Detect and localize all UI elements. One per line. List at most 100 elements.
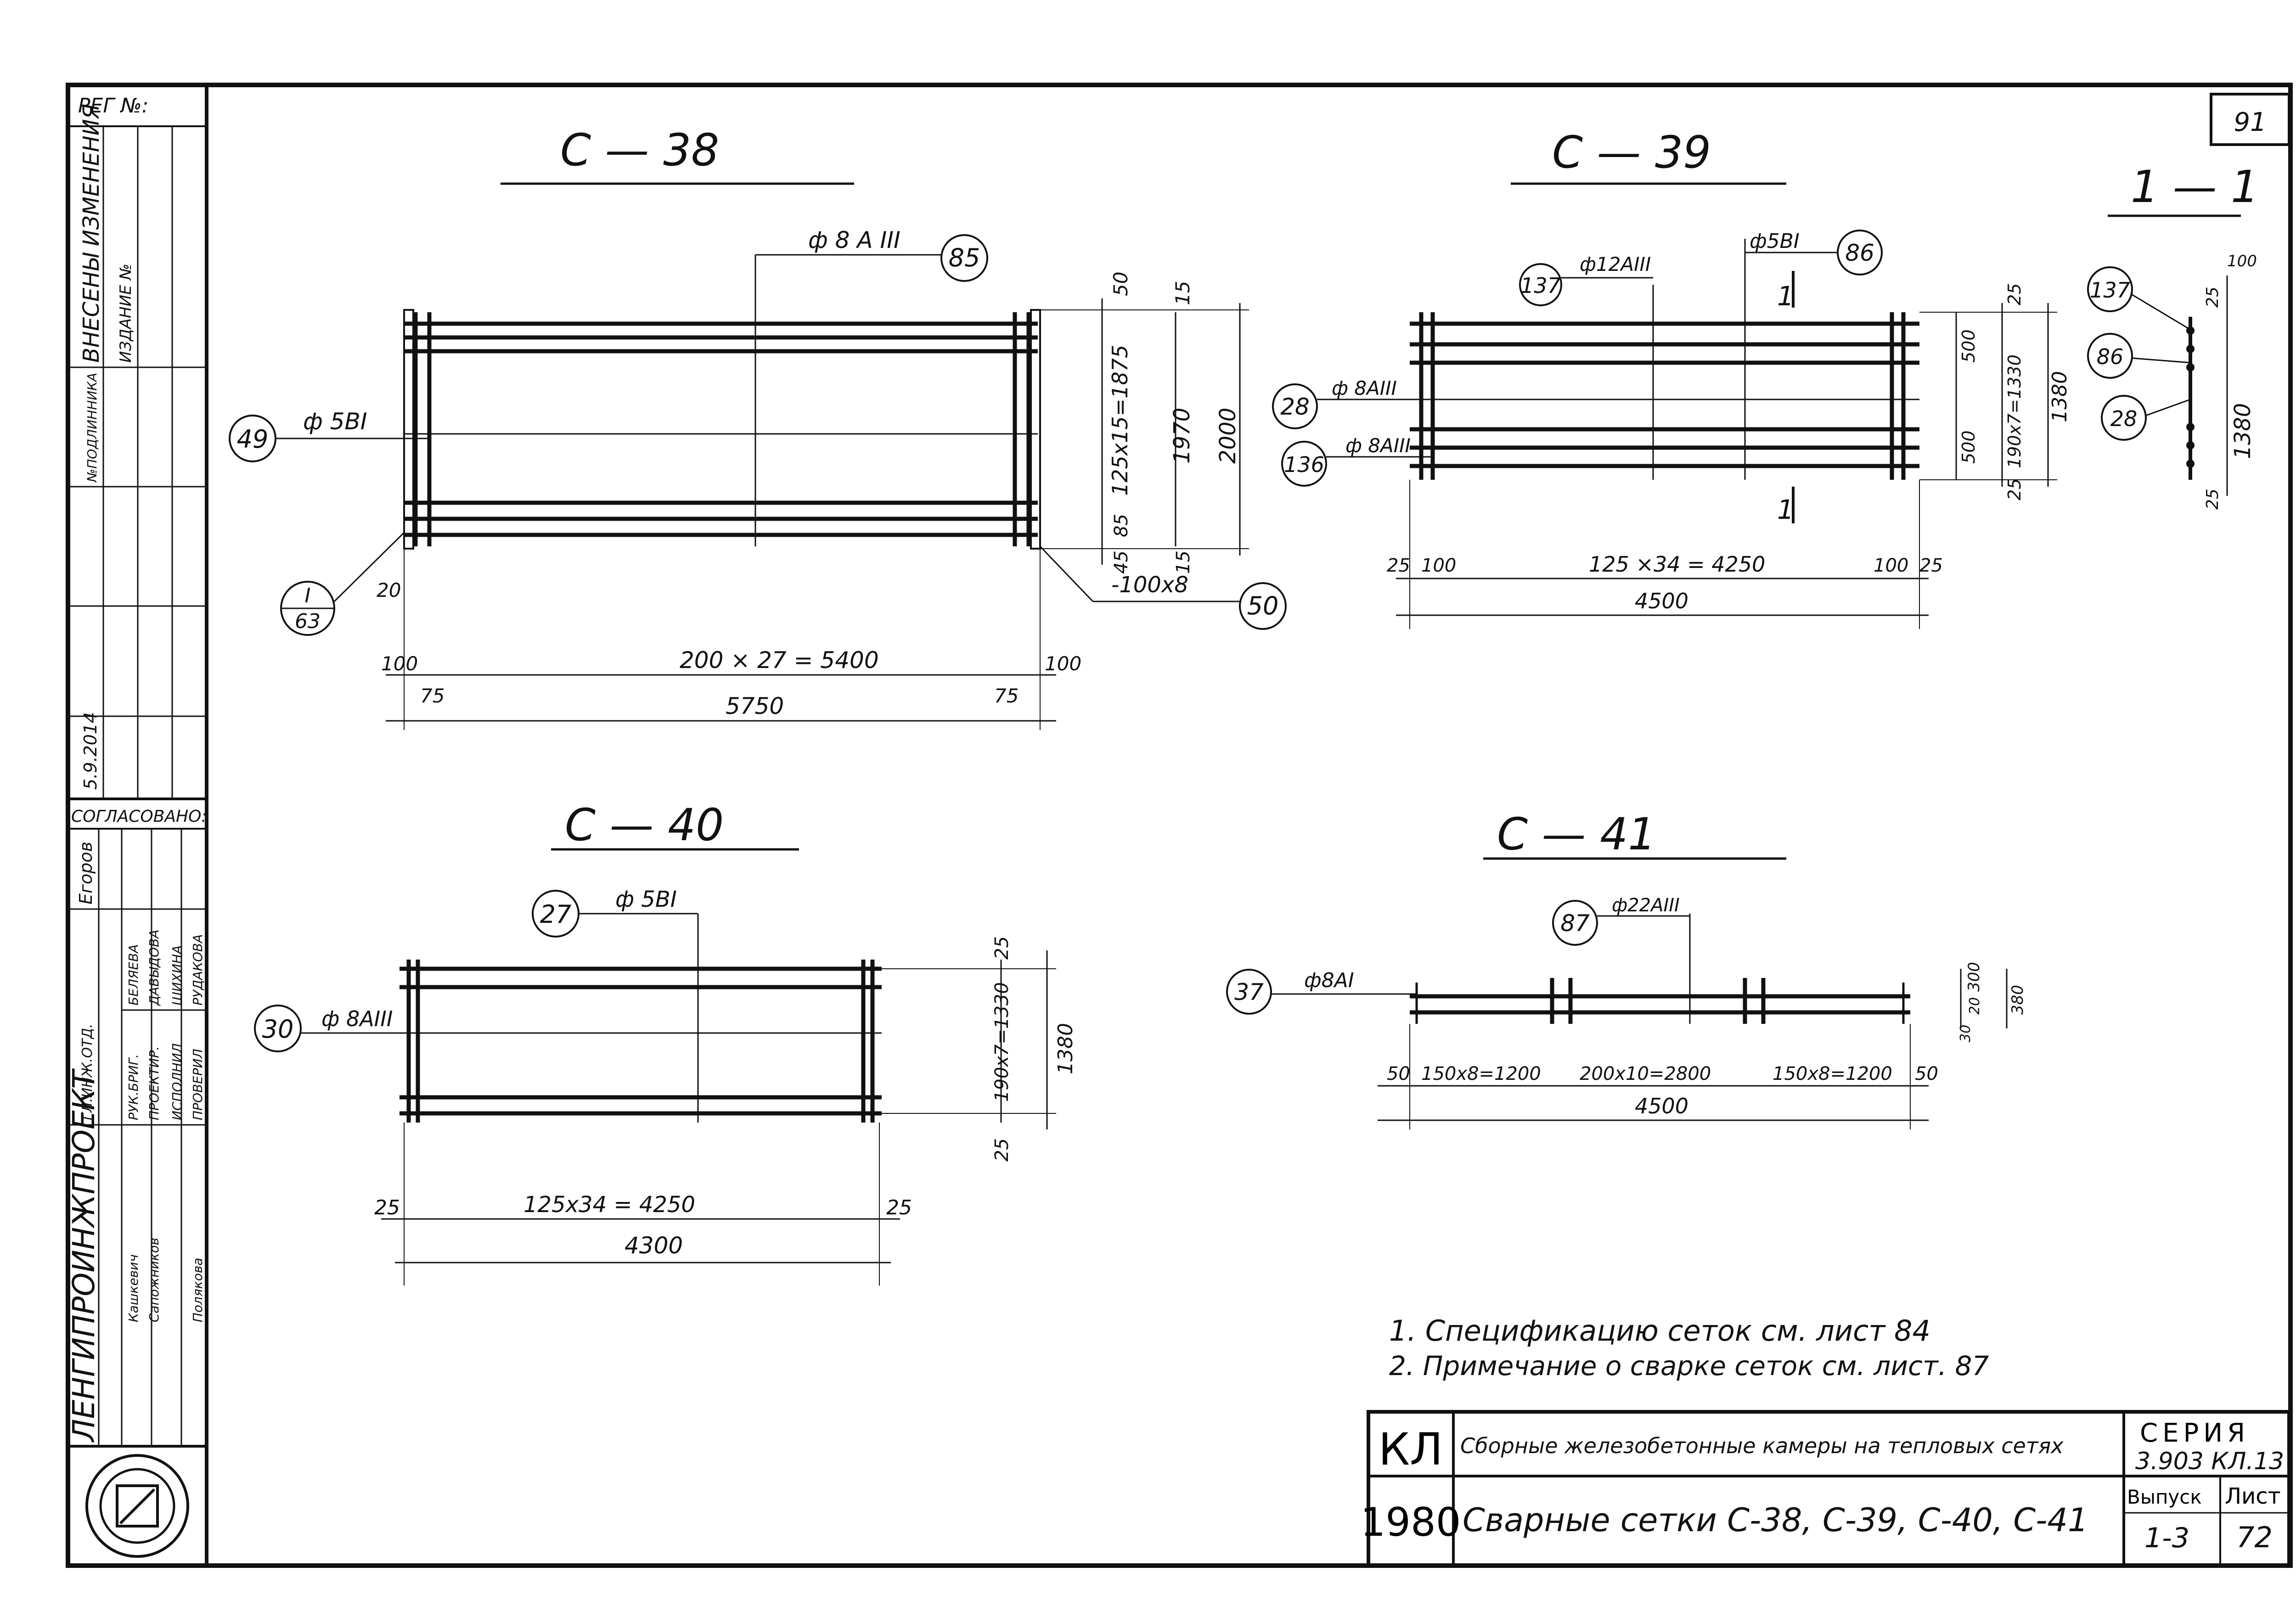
c38-bar-left-label: ф 5ВI — [303, 408, 367, 435]
role-3: ИСПОЛНИЛ — [169, 1043, 185, 1120]
role-gl-ing: ГЛ.ИНЖ.ОТД. — [79, 1023, 96, 1120]
c39-section-bottom: 1 — [1777, 494, 1794, 525]
c39-pos-136: 136 — [1284, 452, 1324, 477]
sec11-pos-28: 28 — [2110, 406, 2138, 431]
c38-d1970: 1970 — [1169, 408, 1195, 464]
c39-vspacing: 190х7=1330 — [2004, 354, 2025, 468]
c41-d30: 30 — [1958, 1025, 1974, 1042]
c38-d15b: 15 — [1173, 550, 1194, 574]
c39-section-top: 1 — [1777, 281, 1794, 312]
c41-s2: 200х10=2800 — [1580, 1063, 1711, 1084]
c39-d1380: 1380 — [2048, 371, 2071, 422]
c41-bar-top: ф22АIII — [1612, 895, 1680, 916]
left-strip: РЕГ №: ВНЕСЕНЫ ИЗМЕНЕНИЯ ИЗДАНИЕ № №ПОДЛ… — [66, 85, 208, 1566]
c39-pos-86: 86 — [1845, 240, 1874, 266]
c41-d300: 300 — [1965, 962, 1983, 992]
c40-d25l: 25 — [374, 1196, 400, 1219]
tb-series-label: СЕРИЯ — [2140, 1418, 2250, 1448]
changes-header: ВНЕСЕНЫ ИЗМЕНЕНИЯ — [79, 104, 104, 363]
names-col-2: ДАВЫДОВА — [146, 930, 162, 1006]
c39-d25t: 25 — [2004, 283, 2025, 305]
c39-title: С — 39 — [1552, 127, 1711, 178]
c40-total: 4300 — [625, 1232, 683, 1259]
c41-pos-87: 87 — [1560, 910, 1590, 937]
tb-issue-label: Выпуск — [2127, 1486, 2202, 1508]
sec11-d100: 100 — [2227, 252, 2257, 270]
c40-pos-30: 30 — [262, 1015, 294, 1044]
c41-title: С — 41 — [1497, 809, 1656, 860]
tb-sheet-label: Лист — [2225, 1483, 2281, 1509]
sec11-pos-86: 86 — [2097, 344, 2124, 369]
c38-d2000: 2000 — [1215, 408, 1241, 464]
c38-d45: 45 — [1111, 550, 1132, 574]
c41-pos-37: 37 — [1234, 979, 1264, 1005]
date-stamp: 5.9.2014 — [80, 712, 101, 790]
mesh-c39: С — 39 ф12АIII 137 ф5ВI 86 1 1 28 ф 8АII… — [1272, 127, 2071, 629]
c39-d25l: 25 — [1387, 555, 1410, 576]
c40-spacing-h: 125х34 = 4250 — [523, 1192, 695, 1218]
c38-d15a: 15 — [1171, 281, 1194, 305]
reg-number-label: РЕГ №: — [78, 94, 148, 118]
tb-series: 3.903 КЛ.13 — [2135, 1448, 2284, 1475]
c41-s1: 150х8=1200 — [1421, 1063, 1541, 1084]
chief-1: Кашкевич — [126, 1254, 141, 1322]
c38-pos-85: 85 — [949, 243, 980, 272]
sec11-pos-137: 137 — [2090, 278, 2130, 303]
tb-sheet: 72 — [2236, 1521, 2273, 1554]
sheet-number-box — [2210, 93, 2290, 146]
sec11-title: 1 — 1 — [2131, 161, 2259, 213]
sec11-d1380: 1380 — [2230, 403, 2256, 459]
tb-drawing: Сварные сетки С-38, С-39, С-40, С-41 — [1463, 1501, 2088, 1539]
tb-year: 1980 — [1361, 1499, 1461, 1545]
c40-pos-27: 27 — [540, 900, 572, 929]
c40-d25t: 25 — [991, 936, 1013, 960]
c41-d50l: 50 — [1387, 1063, 1410, 1084]
c39-bar-28: ф 8АIII — [1332, 377, 1397, 399]
org-name: ЛЕНГИПРОИНЖПРОЕКТ — [66, 1068, 101, 1443]
chief-3: Полякова — [190, 1258, 205, 1322]
c41-d380: 380 — [2009, 985, 2027, 1015]
note-1: 1. Спецификацию сеток см. лист 84 — [1389, 1314, 1930, 1348]
org-logo — [85, 1454, 189, 1558]
c40-vspacing: 190х7=1330 — [991, 982, 1013, 1102]
c39-total: 4500 — [1635, 589, 1688, 613]
c38-d75r: 75 — [994, 685, 1019, 707]
section-1-1: 1 — 1 137 86 28 100 25 1380 25 — [2087, 161, 2259, 510]
c41-total: 4500 — [1635, 1094, 1688, 1118]
c40-title: С — 40 — [565, 799, 724, 851]
c39-d25r: 25 — [1919, 555, 1943, 576]
role-4: ПРОВЕРИЛ — [190, 1049, 205, 1120]
c38-total: 5750 — [726, 693, 784, 719]
c39-spacing-h: 125 ×34 = 4250 — [1589, 552, 1765, 577]
c39-bar-137: ф12АIII — [1580, 253, 1651, 275]
c39-d500b: 500 — [1958, 430, 1979, 464]
tb-code: КЛ — [1379, 1424, 1443, 1475]
sec11-d25b: 25 — [2203, 489, 2222, 510]
c38-title: С — 38 — [560, 124, 719, 176]
changes-num: №ПОДЛИННИКА — [84, 373, 100, 483]
c38-spacing-h: 200 × 27 = 5400 — [680, 647, 879, 674]
c39-bar-136: ф 8АIII — [1345, 434, 1411, 457]
c38-pos-50: 50 — [1247, 591, 1279, 620]
c38-d20: 20 — [377, 579, 401, 601]
c41-s3: 150х8=1200 — [1773, 1063, 1892, 1084]
c38-d50: 50 — [1109, 272, 1132, 296]
names-col-3: ШИХИНА — [169, 945, 185, 1005]
c40-bar-left: ф 8АIII — [321, 1006, 393, 1031]
agreed-label: СОГЛАСОВАНО: — [71, 807, 207, 826]
c38-ref-num: I — [305, 584, 311, 607]
tb-project: Сборные железобетонные камеры на тепловы… — [1460, 1433, 2064, 1458]
note-2: 2. Примечание о сварке сеток см. лист. 8… — [1389, 1350, 1989, 1382]
role-2: ПРОЕКТИР. — [146, 1046, 162, 1120]
c40-bar-top: ф 5ВI — [615, 887, 677, 912]
names-col: БЕЛЯЕВА — [126, 944, 141, 1005]
c38-spacing-v: 125х15=1875 — [1108, 345, 1132, 496]
sheet-frame — [66, 83, 2293, 1568]
c39-pos-137: 137 — [1520, 273, 1561, 298]
role-1: РУК.БРИГ. — [126, 1054, 141, 1120]
changes-sub: ИЗДАНИЕ № — [117, 264, 135, 363]
sheet-number: 91 — [2234, 107, 2266, 137]
c39-d100l: 100 — [1421, 555, 1456, 576]
mesh-c41: С — 41 87 ф22АIII 37 ф8АI 300 20 380 30 … — [1226, 809, 2027, 1129]
c39-d100r: 100 — [1874, 555, 1908, 576]
